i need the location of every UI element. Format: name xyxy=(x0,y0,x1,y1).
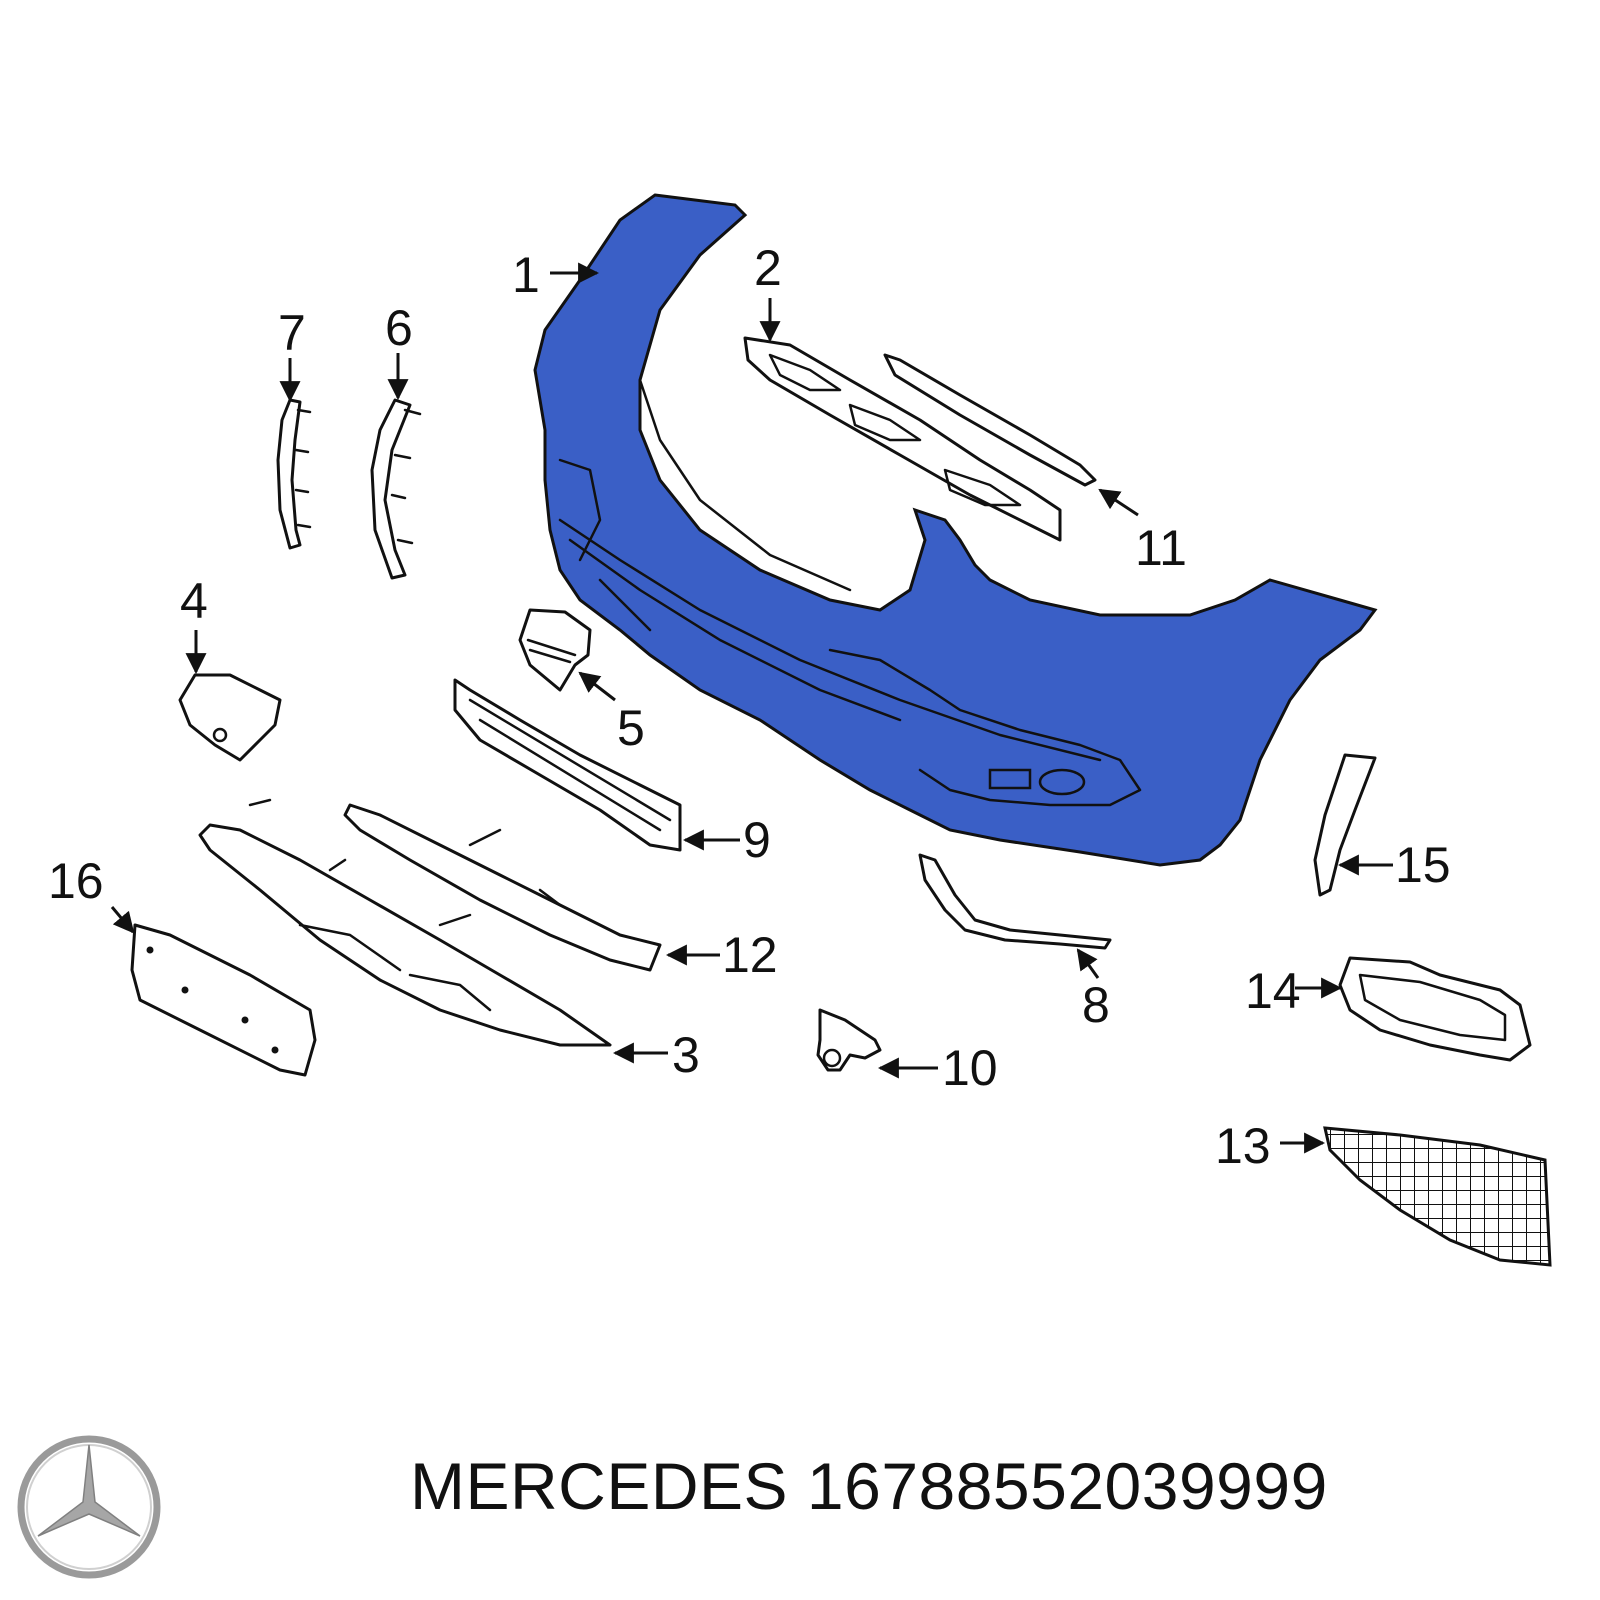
side-trim-part xyxy=(1313,753,1377,897)
license-plate-bracket-part xyxy=(130,923,317,1077)
fog-lamp-cover-part xyxy=(178,673,282,762)
callout-15: 15 xyxy=(1395,837,1451,893)
callout-8: 8 xyxy=(1082,977,1110,1033)
callout-11: 11 xyxy=(1135,520,1187,576)
part-number-label: MERCEDES 16788552039999 xyxy=(410,1448,1328,1524)
callout-3: 3 xyxy=(672,1027,700,1083)
lower-trim-part xyxy=(198,798,612,1047)
callout-2: 2 xyxy=(754,240,782,296)
callout-12: 12 xyxy=(722,927,778,983)
reinforcement-bar-part xyxy=(453,678,682,852)
callout-1: 1 xyxy=(512,247,540,303)
bumper-cover-part xyxy=(533,193,1378,867)
callout-13: 13 xyxy=(1215,1118,1271,1174)
parking-sensor-part xyxy=(816,1008,882,1072)
mercedes-star-icon xyxy=(17,1435,161,1579)
sensor-bracket-part xyxy=(518,608,592,692)
brand-name: MERCEDES xyxy=(410,1449,789,1523)
callout-16: 16 xyxy=(48,853,104,909)
callout-4: 4 xyxy=(180,573,208,629)
chrome-strip-part xyxy=(918,853,1112,950)
molding-strip-part xyxy=(883,353,1097,487)
callout-9: 9 xyxy=(743,812,771,868)
callout-5: 5 xyxy=(617,700,645,756)
grille-trim-part xyxy=(743,336,1062,542)
callout-7: 7 xyxy=(278,305,306,361)
leader-arrows xyxy=(110,262,1393,1154)
fog-lamp-frame-part xyxy=(1338,956,1532,1062)
part-number: 16788552039999 xyxy=(806,1449,1328,1523)
mesh-grille-part xyxy=(1323,1126,1552,1267)
callout-6: 6 xyxy=(385,300,413,356)
side-bracket-7-part xyxy=(276,398,312,550)
side-bracket-6-part xyxy=(370,398,422,580)
callout-14: 14 xyxy=(1245,963,1301,1019)
lower-support-part xyxy=(343,803,662,972)
footer: MERCEDES 16788552039999 xyxy=(0,1420,1600,1579)
callout-10: 10 xyxy=(942,1040,998,1096)
